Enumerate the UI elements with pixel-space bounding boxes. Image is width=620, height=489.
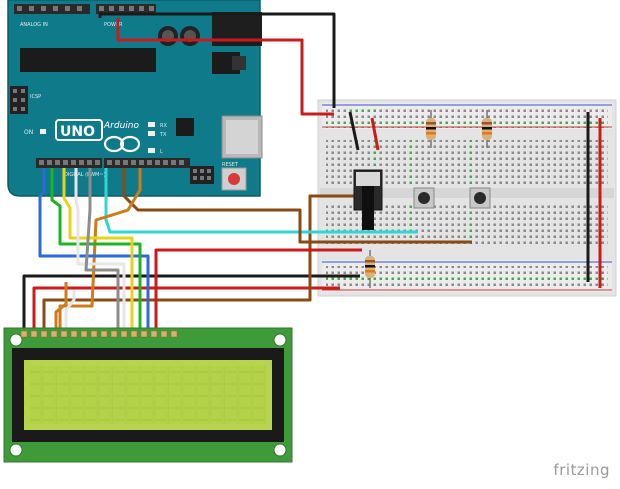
on-label: ON [24,129,33,136]
power-label: POWER [104,22,123,28]
wire-red-lcd-vcc [32,286,340,334]
arduino-brand-label: Arduino [103,121,139,131]
wires [22,12,602,334]
icsp-header [10,86,28,114]
l-label: L [160,149,163,155]
resistor-2 [482,110,492,148]
resistor-3 [365,250,375,288]
tx-label: TX [159,132,167,138]
lcd-module [3,327,293,463]
pushbutton-1 [413,187,435,209]
resistor-1 [426,110,436,148]
wire-brown-lcd [42,194,372,334]
wire-red-5v [116,18,334,116]
fritzing-watermark: fritzing [553,461,610,479]
icsp-label: ICSP [30,94,41,100]
reset-label: RESET [222,162,239,168]
wire-red-lcd-2 [154,248,362,334]
arduino-uno-board: ANALOG IN POWER ICSP ON UNO Arduino RX T… [7,0,263,197]
pushbutton-2 [469,187,491,209]
arduino-logo: UNO Arduino [55,119,141,153]
wire-cyan [104,168,418,234]
potentiometer [353,169,383,230]
wire-brown-pot [122,168,472,244]
wire-gray [84,168,120,334]
atmega-chip [20,48,156,72]
power-header [96,4,156,14]
wire-yellow [62,168,134,334]
wire-black-gnd [98,12,336,108]
digital-header-low [36,158,102,168]
analog-in-label: ANALOG IN [20,22,48,28]
uno-label: UNO [60,124,95,140]
rx-label: RX [160,123,167,129]
wire-orange [58,168,142,334]
digital-label: DIGITAL (PWM~) [64,172,106,178]
wire-black-lcd-gnd [22,274,360,334]
wire-white [74,168,126,334]
wire-blue [38,168,150,334]
analog-header [14,4,90,14]
wire-green [50,168,142,334]
